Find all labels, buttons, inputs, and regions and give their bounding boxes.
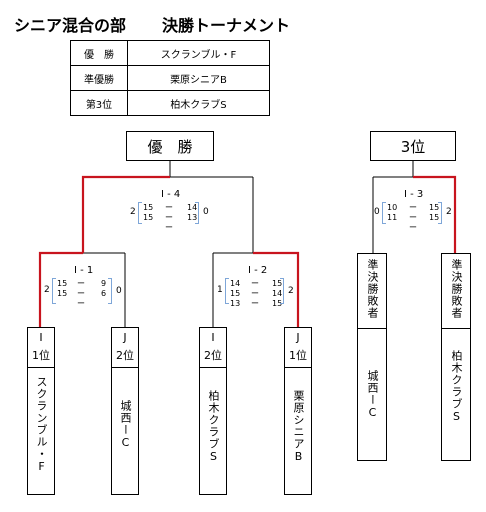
team-cell: 柏木クラブS bbox=[127, 90, 270, 116]
team-name: 柏木クラブS bbox=[450, 350, 463, 424]
team-place: 1位 bbox=[32, 349, 50, 362]
score-bracket bbox=[280, 278, 284, 304]
score-bracket bbox=[382, 202, 386, 224]
team-name: 栗原シニアB bbox=[292, 390, 305, 464]
team-place: 2位 bbox=[204, 349, 222, 362]
score-bracket bbox=[108, 278, 112, 304]
table-row: 優 勝 スクランブル・F bbox=[70, 40, 270, 66]
score-bracket bbox=[438, 202, 442, 224]
team-name: スクランブル・F bbox=[35, 376, 48, 474]
third-place-box: 3位 bbox=[370, 131, 456, 161]
match-total-right: 2 bbox=[288, 286, 294, 296]
semifinal-loser-column: 準決勝敗者 城西ーC bbox=[357, 253, 387, 461]
team-column: I 1位 スクランブル・F bbox=[27, 327, 55, 495]
divider bbox=[200, 367, 226, 368]
divider bbox=[358, 328, 386, 329]
rank-cell: 第3位 bbox=[70, 90, 128, 116]
match-label-i2: I - 2 bbox=[248, 265, 268, 276]
score-bracket bbox=[225, 278, 229, 304]
division-title: シニア混合の部 bbox=[14, 16, 127, 35]
winner-path-i1 bbox=[38, 251, 83, 327]
semifinal-loser-column: 準決勝敗者 柏木クラブS bbox=[441, 253, 471, 461]
score-bracket bbox=[195, 202, 199, 224]
team-column: I 2位 柏木クラブS bbox=[199, 327, 227, 495]
final-box: 優 勝 bbox=[126, 131, 214, 161]
team-column: J 2位 城西ーC bbox=[111, 327, 139, 495]
team-name: 城西ーC bbox=[366, 370, 379, 420]
match-label-i4: I - 4 bbox=[161, 189, 181, 200]
team-name: 柏木クラブS bbox=[207, 390, 220, 464]
winner-path-final bbox=[81, 175, 170, 253]
team-cell: スクランブル・F bbox=[127, 40, 270, 66]
divider bbox=[112, 367, 138, 368]
team-group: I bbox=[39, 331, 43, 344]
winner-path-i2 bbox=[253, 251, 300, 327]
match-total-left: 0 bbox=[374, 207, 380, 217]
team-column: J 1位 栗原シニアB bbox=[284, 327, 312, 495]
team-name: 城西ーC bbox=[119, 400, 132, 450]
match-total-right: 0 bbox=[116, 286, 122, 296]
match-label-i3: I - 3 bbox=[404, 189, 424, 200]
score-bracket bbox=[138, 202, 142, 224]
divider bbox=[28, 367, 54, 368]
score-bracket bbox=[52, 278, 56, 304]
match-total-left: 1 bbox=[217, 285, 223, 295]
match-total-left: 2 bbox=[44, 285, 50, 295]
team-group: I bbox=[211, 331, 215, 344]
results-table: 優 勝 スクランブル・F 準優勝 栗原シニアB 第3位 柏木クラブS bbox=[70, 40, 270, 116]
match-total-right: 0 bbox=[203, 207, 209, 217]
match-total-left: 2 bbox=[130, 207, 136, 217]
semifinal-loser-label: 準決勝敗者 bbox=[366, 259, 379, 319]
team-place: 1位 bbox=[289, 349, 307, 362]
rank-cell: 優 勝 bbox=[70, 40, 128, 66]
team-group: J bbox=[296, 331, 300, 344]
semifinal-loser-label: 準決勝敗者 bbox=[450, 259, 463, 319]
tournament-title: 決勝トーナメント bbox=[162, 16, 291, 35]
divider bbox=[285, 367, 311, 368]
final-label: 優 勝 bbox=[147, 137, 193, 156]
divider bbox=[442, 328, 470, 329]
match-label-i1: I - 1 bbox=[74, 265, 94, 276]
table-row: 第3位 柏木クラブS bbox=[70, 90, 270, 116]
match-total-right: 2 bbox=[446, 207, 452, 217]
team-group: J bbox=[123, 331, 127, 344]
winner-path-i3 bbox=[413, 175, 457, 253]
team-place: 2位 bbox=[116, 349, 134, 362]
third-place-label: 3位 bbox=[400, 137, 426, 156]
